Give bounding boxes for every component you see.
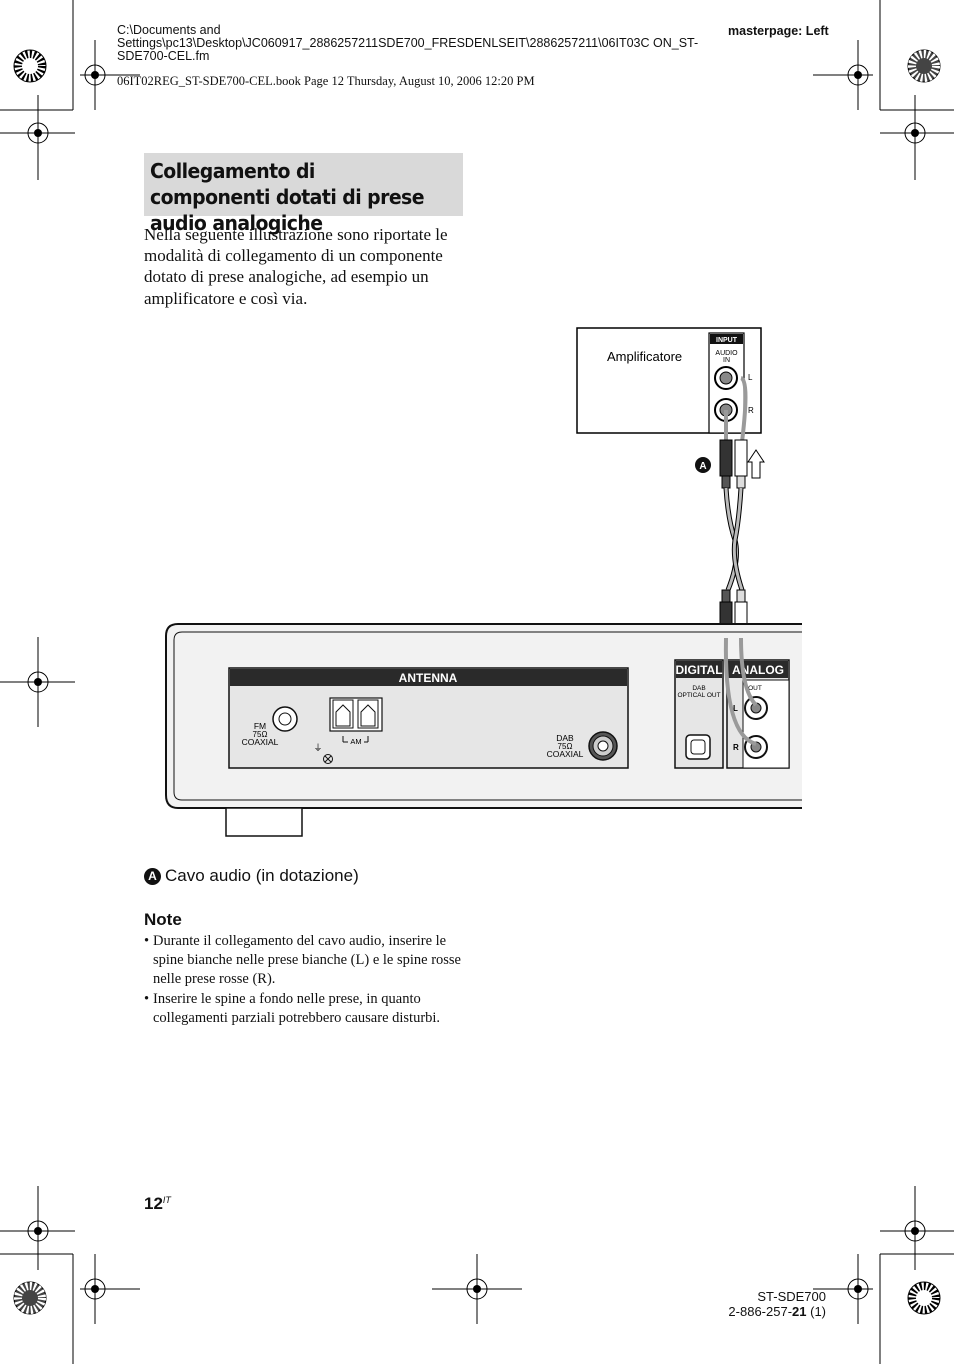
header-file-path: C:\Documents and Settings\pc13\Desktop\J… <box>117 23 699 63</box>
header-masterpage: masterpage: Left <box>728 24 829 38</box>
device-foot <box>225 807 303 837</box>
fm-label-3: COAXIAL <box>242 737 279 747</box>
audio-in-label-1: AUDIO <box>715 350 738 357</box>
amplifier-label: Amplificatore <box>607 349 682 364</box>
out-label: OUT <box>748 685 762 692</box>
header-book-info: 06IT02REG_ST-SDE700-CEL.book Page 12 Thu… <box>117 74 535 88</box>
model-code: 2-886-257-21 (1) <box>728 1304 826 1319</box>
dab-label-3: COAXIAL <box>547 749 584 759</box>
optical-jack <box>685 734 711 760</box>
intro-paragraph: Nella seguente illustrazione sono riport… <box>144 225 448 308</box>
amp-r-label: R <box>748 406 754 415</box>
section-title-background <box>144 153 463 216</box>
device-r-label: R <box>733 743 739 752</box>
device-l-label: L <box>733 704 738 713</box>
notes-list: Durante il collegamento del cavo audio, … <box>144 932 474 1028</box>
optical-label-2: OPTICAL OUT <box>677 692 720 699</box>
note-item: Inserire le spine a fondo nelle prese, i… <box>144 990 474 1028</box>
dab-label-2: 75Ω <box>558 742 573 751</box>
note-item: Durante il collegamento del cavo audio, … <box>144 932 474 990</box>
amp-l-label: L <box>748 373 753 382</box>
legend-text: Cavo audio (in dotazione) <box>165 866 359 885</box>
am-label: AM <box>350 737 361 746</box>
input-label: INPUT <box>716 337 738 344</box>
antenna-label: ANTENNA <box>399 671 458 685</box>
section-title: Collegamento di componenti dotati di pre… <box>150 159 425 235</box>
page-number: 12IT <box>144 1194 171 1214</box>
ground-icon: ⏚ <box>313 743 322 753</box>
analog-label: ANALOG <box>732 663 784 677</box>
callout-a-letter: A <box>699 461 706 472</box>
notes-title: Note <box>144 910 182 929</box>
fm-label-1: FM <box>254 721 266 731</box>
model-info: ST-SDE700 2-886-257-21 (1) <box>700 1289 826 1319</box>
audio-in-label-2: IN <box>723 357 730 364</box>
digital-label: DIGITAL <box>675 663 722 677</box>
fm-label-2: 75Ω <box>253 730 268 739</box>
page-suffix: IT <box>162 1195 171 1205</box>
callout-a-icon <box>695 457 711 473</box>
optical-label-1: DAB <box>692 685 705 692</box>
legend-a-icon: A <box>144 868 161 885</box>
page-number-value: 12 <box>144 1194 163 1213</box>
model-name: ST-SDE700 <box>757 1289 826 1304</box>
dab-label-1: DAB <box>556 733 574 743</box>
screw-icon <box>323 754 333 764</box>
